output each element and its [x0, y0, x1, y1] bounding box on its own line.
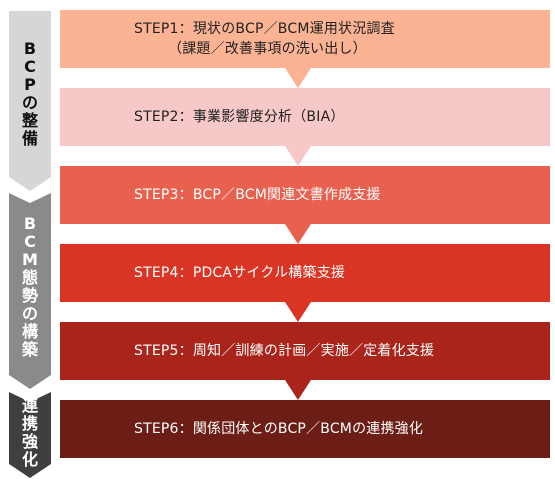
- step-5: STEP5：周知／訓練の計画／実施／定着化支援: [60, 322, 550, 380]
- phase-chevron-shape: [9, 392, 51, 478]
- step-text: STEP3：BCP／BCM関連文書作成支援: [134, 166, 381, 224]
- step-title: STEP6：関係団体とのBCP／BCMの連携強化: [134, 421, 424, 437]
- phase-char: 築: [21, 340, 38, 359]
- down-arrow-icon: [285, 380, 311, 400]
- phase-char: M: [22, 250, 38, 269]
- down-arrow-icon: [285, 68, 311, 88]
- phase-coordination: 連 携 強 化: [9, 392, 51, 478]
- step-text: STEP6：関係団体とのBCP／BCMの連携強化: [134, 400, 423, 458]
- phase-char: C: [24, 232, 36, 251]
- phase-char: 勢: [21, 286, 38, 305]
- step-text: STEP5：周知／訓練の計画／実施／定着化支援: [134, 322, 434, 380]
- step-title: STEP1：現状のBCP／BCM運用状況調査: [134, 21, 395, 37]
- phase-char: 携: [21, 414, 38, 433]
- phase-char: 態: [21, 268, 38, 287]
- phase-bcm-system: B C M 態 勢 の 構 築: [9, 193, 51, 389]
- step-3: STEP3：BCP／BCM関連文書作成支援: [60, 166, 550, 224]
- phase-char: 連: [21, 396, 38, 415]
- phase-label: B C M 態 勢 の 構 築: [9, 193, 51, 389]
- step-text: STEP2：事業影響度分析（BIA）: [134, 88, 345, 146]
- down-arrow-icon: [285, 224, 311, 244]
- step-text: STEP1：現状のBCP／BCM運用状況調査 （課題／改善事項の洗い出し）: [134, 10, 395, 68]
- phase-char: の: [21, 304, 38, 323]
- phase-char: 強: [21, 432, 38, 451]
- phase-char: 備: [21, 129, 38, 148]
- phase-chevron-shape: [9, 193, 51, 389]
- step-text: STEP4：PDCAサイクル構築支援: [134, 244, 345, 302]
- down-arrow-icon: [285, 302, 311, 322]
- phase-char: B: [23, 39, 37, 58]
- phase-label: B C P の 整 備: [9, 11, 51, 191]
- phase-label: 連 携 強 化: [9, 392, 51, 478]
- step-title: STEP2：事業影響度分析（BIA）: [134, 109, 345, 125]
- step-subtitle: （課題／改善事項の洗い出し）: [168, 41, 367, 57]
- down-arrow-icon: [285, 146, 311, 166]
- phase-char: 構: [21, 322, 38, 341]
- phase-char: 化: [21, 450, 38, 469]
- step-1: STEP1：現状のBCP／BCM運用状況調査 （課題／改善事項の洗い出し）: [60, 10, 550, 68]
- step-2: STEP2：事業影響度分析（BIA）: [60, 88, 550, 146]
- phase-char: C: [24, 57, 36, 76]
- step-title: STEP5：周知／訓練の計画／実施／定着化支援: [134, 343, 435, 359]
- step-title: STEP4：PDCAサイクル構築支援: [134, 265, 346, 281]
- phase-bcp-development: B C P の 整 備: [9, 11, 51, 191]
- phase-char: P: [24, 75, 36, 94]
- step-4: STEP4：PDCAサイクル構築支援: [60, 244, 550, 302]
- phase-char: の: [21, 93, 38, 112]
- phase-char: 整: [21, 111, 38, 130]
- phase-char: B: [23, 214, 37, 233]
- step-6: STEP6：関係団体とのBCP／BCMの連携強化: [60, 400, 550, 458]
- step-title: STEP3：BCP／BCM関連文書作成支援: [134, 187, 381, 203]
- phase-chevron-shape: [9, 11, 51, 191]
